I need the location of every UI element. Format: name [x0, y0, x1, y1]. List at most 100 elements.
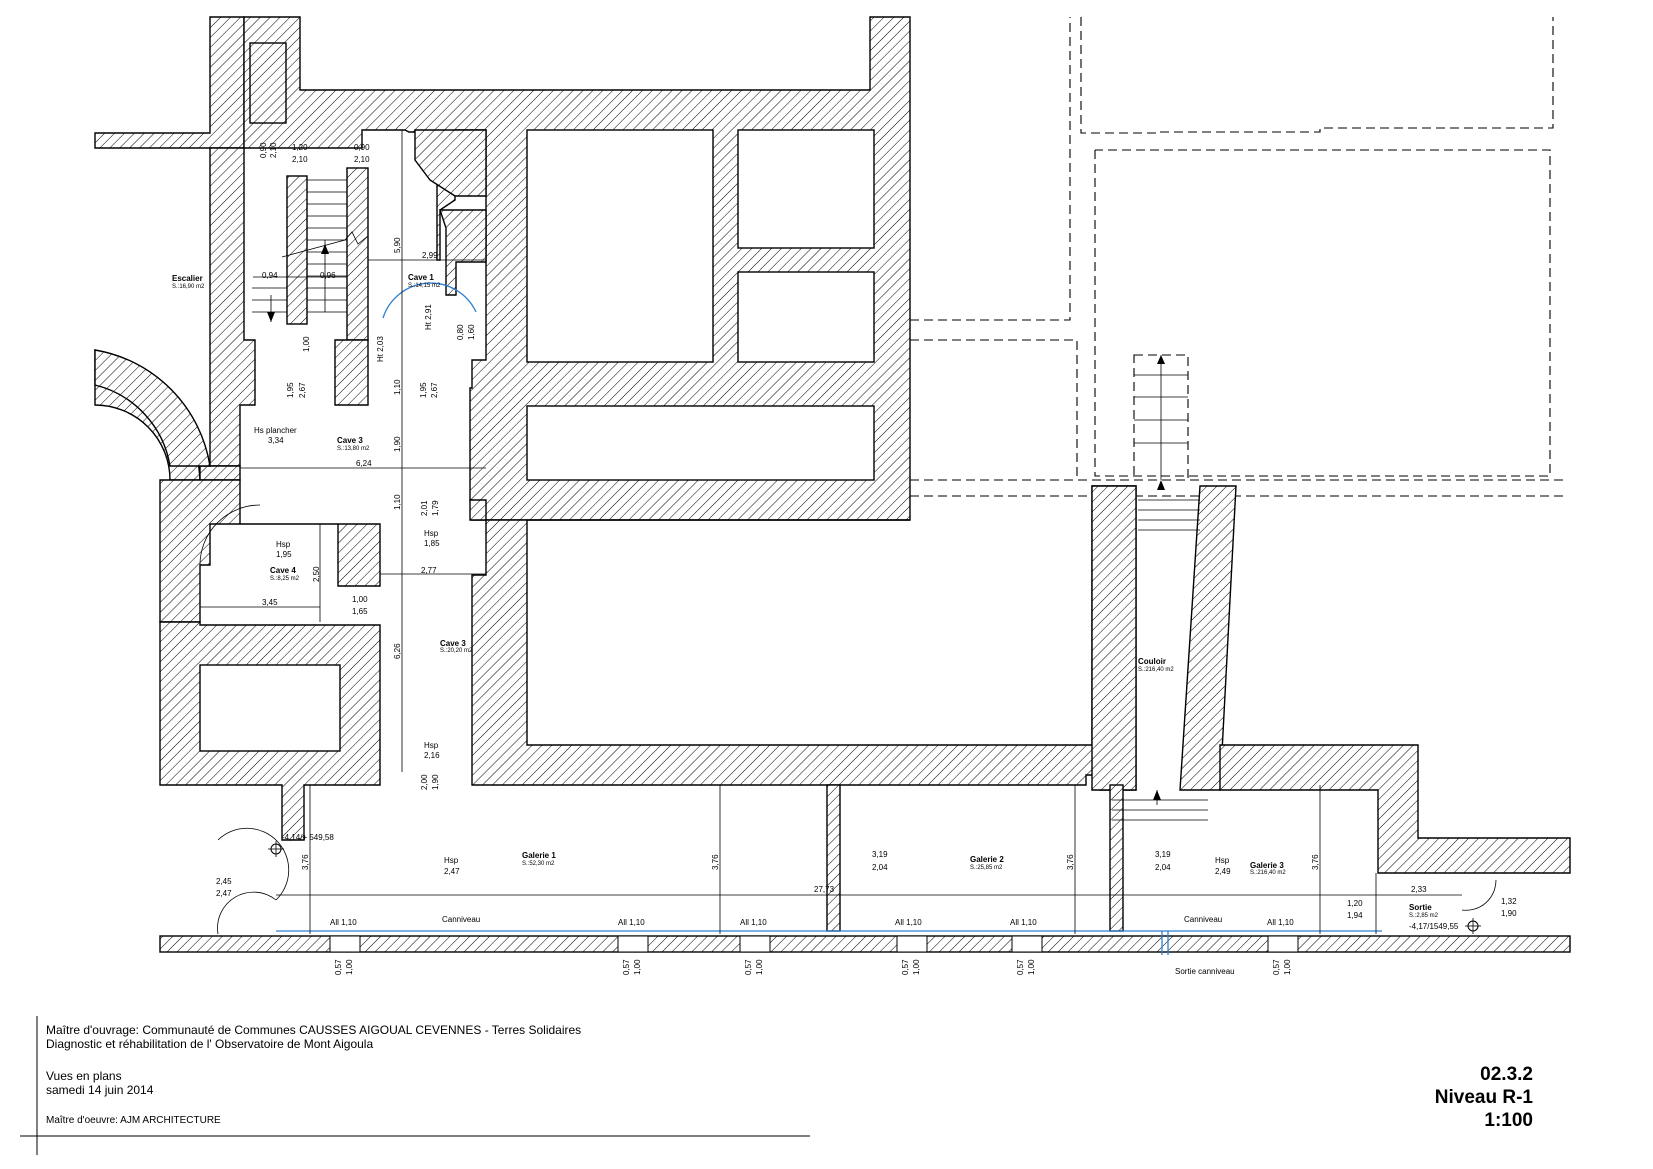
dim-label: 1,10 [393, 494, 402, 510]
titleblock-view: Vues en plans [46, 1069, 122, 1083]
dim-label: 1,85 [424, 539, 440, 548]
sheet-number: 02.3.2 [1480, 1064, 1533, 1085]
dim-label: 2,33 [1411, 885, 1427, 894]
dim-label: 2,10 [269, 142, 278, 158]
dim-label: 0,96 [320, 271, 336, 280]
dim-label: 0,57 [1272, 959, 1281, 975]
room-galerie3-name: Galerie 3 [1250, 861, 1284, 870]
room-cave3-top-area: S.:13,80 m2 [337, 446, 370, 452]
dim-label: 2,50 [312, 566, 321, 582]
dim-label: 3,19 [1155, 850, 1171, 859]
sortie-caniveau-label: Sortie canniveau [1175, 967, 1235, 976]
dim-label: 2,47 [444, 867, 460, 876]
dim-label: 1,32 [1501, 897, 1517, 906]
titleblock-owner: Maître d'ouvrage: Communauté de Communes… [46, 1023, 582, 1037]
room-couloir-area: S.:216,40 m2 [1138, 667, 1174, 673]
dashed-outlines [910, 17, 1565, 497]
room-labels: Escalier S.:16,90 m2 Cave 1 S.:14,15 m2 … [172, 273, 1439, 919]
dim-label: 6,26 [393, 643, 402, 659]
dim-label: 1,60 [467, 324, 476, 340]
room-galerie2-area: S.:25,85 m2 [970, 865, 1003, 871]
dim-label: 1,90 [1501, 909, 1517, 918]
caniveau-label: Canniveau [1184, 915, 1222, 924]
dim-label: Ht 2,91 [424, 304, 433, 330]
dim-label: 0,57 [622, 959, 631, 975]
note-hs-plancher: Hs plancher [254, 426, 297, 435]
dim-label: 3,76 [711, 854, 720, 870]
dim-label: 2,77 [421, 566, 437, 575]
dim-label: Ht 2,03 [376, 336, 385, 362]
note-hs-plancher-value: 3,34 [268, 436, 284, 445]
dim-label: 0,90 [354, 143, 370, 152]
dim-label: 1,65 [352, 607, 368, 616]
hsp-label: Hsp [276, 540, 291, 549]
all-label: All 1,10 [1267, 918, 1294, 927]
level-markers [268, 841, 1481, 934]
sheet-level: Niveau R-1 [1434, 1087, 1533, 1108]
room-cave3-bottom-area: S.:20,20 m2 [440, 648, 473, 654]
dim-label: 1,20 [1347, 899, 1363, 908]
dim-label: 3,76 [1311, 854, 1320, 870]
dim-label: 2,45 [216, 877, 232, 886]
dim-label: 1,94 [1347, 911, 1363, 920]
room-cave1-area: S.:14,15 m2 [408, 283, 441, 289]
sheet-scale: 1:100 [1484, 1110, 1533, 1131]
room-escalier-area: S.:16,90 m2 [172, 284, 205, 290]
all-label: All 1,10 [1010, 918, 1037, 927]
room-cave4-name: Cave 4 [270, 566, 296, 575]
dim-label: 1,00 [755, 959, 764, 975]
caniveau-label: Canniveau [442, 915, 480, 924]
dim-label: 2,10 [292, 155, 308, 164]
dim-label: 3,76 [301, 854, 310, 870]
dim-label: 1,00 [912, 959, 921, 975]
all-label: All 1,10 [330, 918, 357, 927]
dim-label: 3,76 [1066, 854, 1075, 870]
dim-label: 1,00 [1283, 959, 1292, 975]
dim-label: 1,00 [345, 959, 354, 975]
dim-label: 0,57 [901, 959, 910, 975]
hsp-label: Hsp [1215, 856, 1230, 865]
doors [199, 282, 1497, 955]
hsp-label: Hsp [424, 741, 439, 750]
dim-label: 0,57 [744, 959, 753, 975]
stairs [252, 179, 1208, 821]
dim-label: 0,94 [262, 271, 278, 280]
room-escalier-name: Escalier [172, 274, 203, 283]
dim-label: 3,45 [262, 598, 278, 607]
dim-label: 1,90 [393, 436, 402, 452]
dim-label: 2,10 [354, 155, 370, 164]
dim-label: 2,67 [430, 382, 439, 398]
room-cave3-bottom-name: Cave 3 [440, 639, 466, 648]
room-sortie-area: S.:2,85 m2 [1409, 913, 1439, 919]
dim-label: 0,57 [1016, 959, 1025, 975]
dim-label: 1,00 [302, 336, 311, 352]
level-left-label: -4,14/+ 549,58 [282, 833, 334, 842]
dim-label: 1,90 [431, 774, 440, 790]
room-galerie1-name: Galerie 1 [522, 851, 556, 860]
level-right-label: -4,17/1549,55 [1409, 922, 1459, 931]
titleblock-date: samedi 14 juin 2014 [46, 1083, 154, 1097]
dim-label: 1,00 [1027, 959, 1036, 975]
titleblock-architect: Maître d'oeuvre: AJM ARCHITECTURE [46, 1115, 221, 1126]
dim-label: 2,99 [422, 251, 438, 260]
dim-label: 2,04 [872, 863, 888, 872]
all-label: All 1,10 [618, 918, 645, 927]
room-galerie2-name: Galerie 2 [970, 855, 1004, 864]
dim-label: 3,19 [872, 850, 888, 859]
room-couloir-name: Couloir [1138, 657, 1166, 666]
windows [329, 935, 1299, 953]
dim-label: 1,95 [286, 382, 295, 398]
room-cave4-area: S.:8,25 m2 [270, 576, 300, 582]
dim-label: 2,01 [420, 500, 429, 516]
dim-label: 5,90 [393, 237, 402, 253]
dim-label: 1,00 [633, 959, 642, 975]
dim-label: 2,67 [298, 382, 307, 398]
room-cave1-name: Cave 1 [408, 273, 434, 282]
dim-label: 2,16 [424, 751, 440, 760]
dim-label: 1,10 [393, 379, 402, 395]
dim-label: 2,04 [1155, 863, 1171, 872]
dim-label: 1,79 [431, 500, 440, 516]
dimension-lines [200, 130, 1462, 934]
all-label: All 1,10 [740, 918, 767, 927]
